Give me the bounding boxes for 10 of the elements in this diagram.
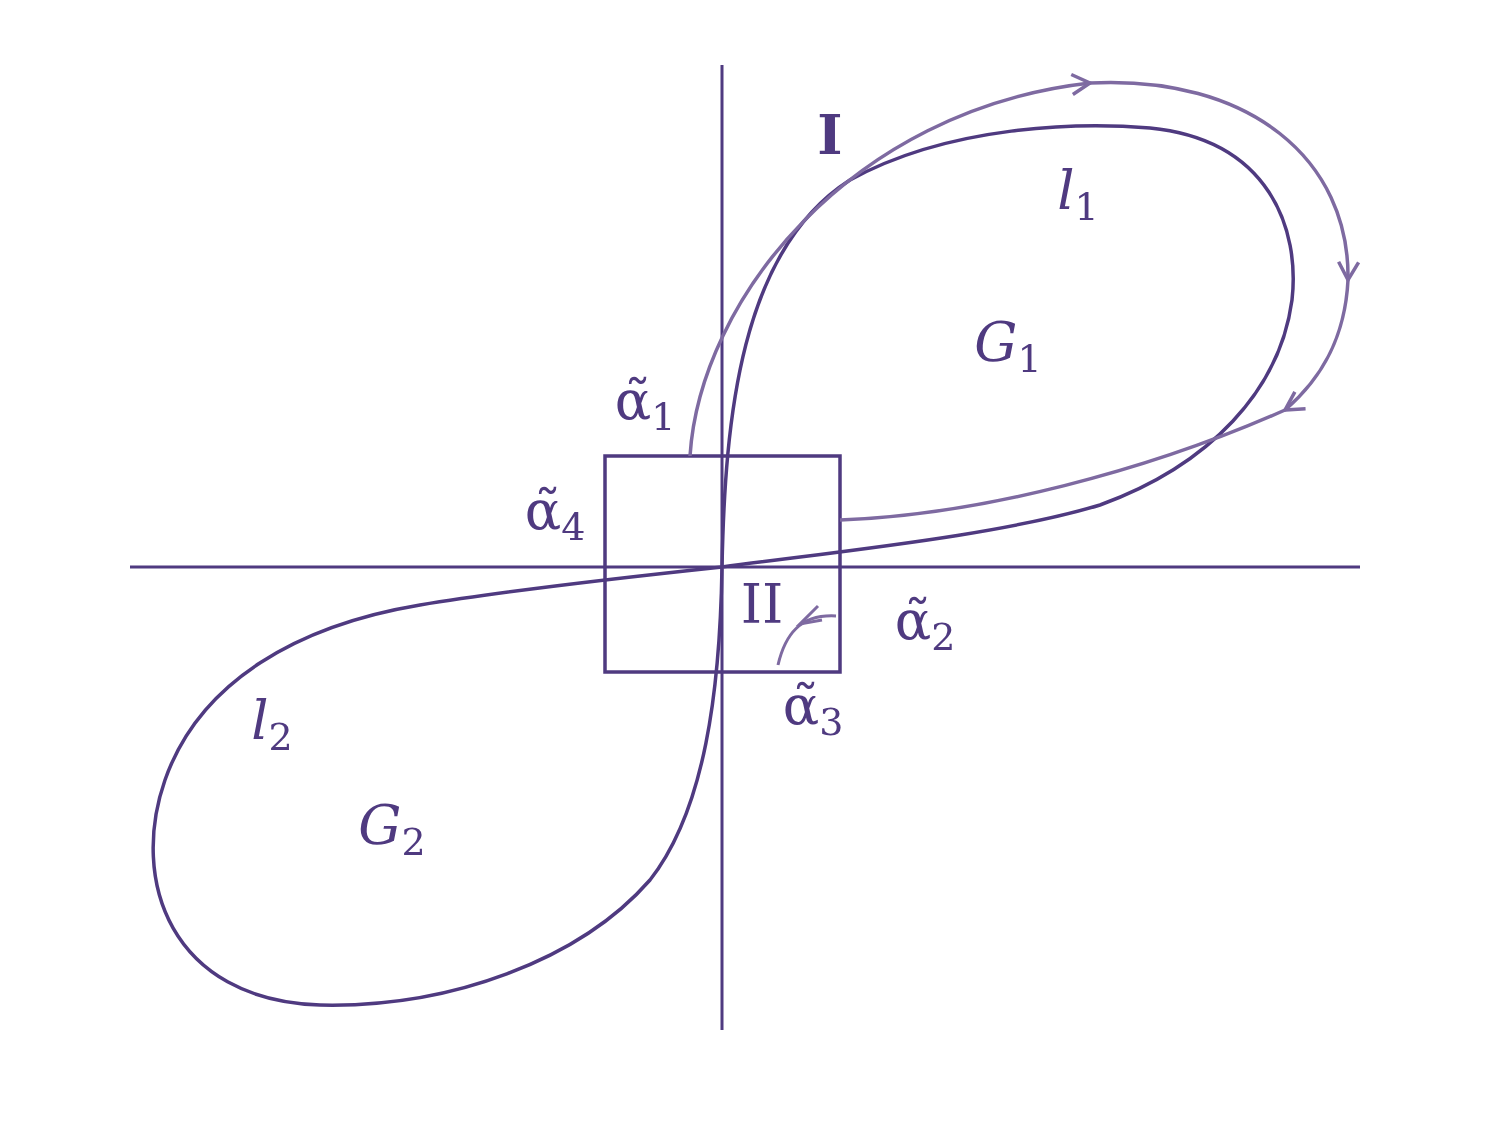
side-label: α̃$_{4}$	[524, 483, 586, 547]
region-label: G$_{1}$	[974, 315, 1042, 379]
curve-label: l$_{2}$	[251, 693, 293, 757]
side-label: α̃$_{2}$	[894, 593, 956, 657]
region-label: G$_{2}$	[358, 798, 426, 862]
trajectory-label: I	[817, 107, 843, 163]
curve-label: l$_{1}$	[1057, 163, 1099, 227]
side-label: α̃$_{3}$	[782, 678, 844, 742]
side-label: α̃$_{1}$	[614, 373, 676, 437]
trajectory-label: II	[740, 578, 784, 632]
